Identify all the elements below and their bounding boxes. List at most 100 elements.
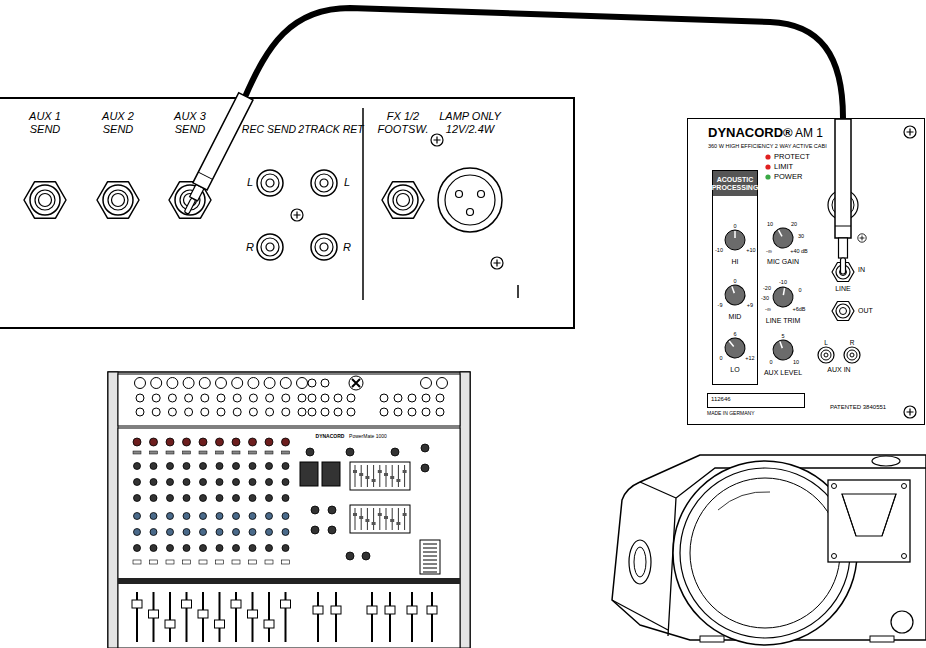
channel-knob	[233, 495, 240, 502]
channel-gain-knob	[166, 438, 174, 446]
mixer-jack-input	[266, 394, 274, 402]
top-handle	[872, 456, 900, 466]
mixer-scribble-strip	[118, 578, 460, 584]
master-knob	[328, 526, 336, 534]
channel-knob	[200, 463, 207, 470]
control-label: LINE TRIM	[758, 317, 808, 325]
socket-label: AUX 2 SEND	[93, 110, 143, 135]
eq-slot	[379, 465, 380, 487]
socket-label: AUX 1 SEND	[20, 110, 70, 135]
scale-number: -30	[740, 296, 790, 302]
xlr-pin	[456, 191, 463, 198]
panel-screw	[431, 134, 443, 146]
mixer-jack-input	[201, 408, 209, 416]
horn-screw	[902, 484, 907, 489]
channel-button	[249, 451, 257, 454]
cabinet-foot	[700, 636, 724, 642]
master-knob	[311, 506, 319, 514]
channel-gain-knob	[199, 438, 207, 446]
channel-knob	[200, 529, 207, 536]
panel-screw	[904, 406, 916, 418]
channel-button	[133, 560, 141, 564]
horn-mouth	[842, 494, 896, 536]
mixer-jack-output	[334, 394, 342, 402]
mixer-xlr-input	[248, 378, 259, 389]
control-label: MIC GAIN	[758, 258, 808, 266]
lo-knob	[721, 334, 749, 362]
jack-plug	[179, 93, 253, 217]
eq-cap	[403, 470, 407, 473]
plug-tip	[841, 258, 846, 274]
master-knob	[421, 464, 429, 472]
fader-slot	[389, 592, 391, 642]
channel-knob	[134, 529, 141, 536]
mixer-fan-blades	[352, 379, 360, 387]
channel-knob	[200, 545, 207, 552]
channel-knob	[183, 545, 190, 552]
mixer-connector-strip	[118, 374, 460, 426]
mixer-jack-output	[380, 394, 388, 402]
track-return-rca	[311, 170, 337, 196]
mixer-xlr-input	[135, 378, 146, 389]
channel-label: R	[341, 241, 353, 254]
control-label: MID	[720, 313, 750, 321]
eq-slot	[373, 508, 374, 530]
channel-button	[249, 560, 257, 564]
channel-knob	[266, 479, 273, 486]
channel-knob	[266, 463, 273, 470]
scale-number: 0	[710, 279, 760, 285]
eq-cap	[390, 519, 394, 522]
mixer-jack-input	[168, 394, 176, 402]
mixer-jack-output	[394, 394, 402, 402]
plug-tip	[184, 198, 196, 215]
channel-knob	[167, 513, 174, 520]
meter-segment	[423, 564, 437, 565]
fader-cap	[367, 606, 377, 614]
mixer-body	[108, 372, 470, 648]
channel-knob	[249, 513, 256, 520]
graphic-eq	[350, 462, 410, 490]
mixer-side-cheek	[108, 372, 118, 648]
meter-segment	[423, 544, 437, 545]
eq-slot	[355, 465, 356, 487]
channel-button	[232, 560, 240, 564]
mixer-jack-input	[282, 394, 290, 402]
channel-label: R	[847, 339, 857, 346]
scale-number: 10	[745, 222, 795, 228]
channel-knob	[167, 545, 174, 552]
channel-button	[150, 451, 158, 454]
master-knob	[311, 526, 319, 534]
fader-cap	[165, 620, 175, 628]
graphic-eq	[350, 505, 410, 533]
socket-label: 2TRACK RET	[298, 123, 364, 135]
mixer-jack-output	[422, 394, 430, 402]
channel-gain-knob	[183, 438, 191, 446]
rec-send-rca	[257, 170, 283, 196]
mixer-jack-input	[298, 408, 306, 416]
mixer-side-cheek	[460, 372, 470, 648]
channel-button	[216, 451, 224, 454]
scale-number: 20	[769, 222, 819, 228]
mixer-jack-output	[347, 408, 355, 416]
fader-cap	[215, 620, 225, 628]
channel-knob	[249, 463, 256, 470]
channel-knob	[183, 513, 190, 520]
mixer-illustration	[108, 372, 470, 648]
socket-label: OUT	[858, 307, 882, 315]
cabinet-outline	[612, 455, 926, 640]
mixer-xlr-input	[199, 378, 210, 389]
channel-label: L	[341, 176, 353, 189]
channel-button	[150, 560, 158, 564]
fader-cap	[385, 606, 395, 614]
channel-knob	[183, 463, 190, 470]
eq-cap	[378, 470, 382, 473]
channel-knob	[233, 545, 240, 552]
channel-knob	[183, 529, 190, 536]
channel-knob	[249, 495, 256, 502]
channel-button	[265, 451, 273, 454]
led-label: POWER	[774, 173, 814, 182]
horn-screw	[832, 484, 837, 489]
